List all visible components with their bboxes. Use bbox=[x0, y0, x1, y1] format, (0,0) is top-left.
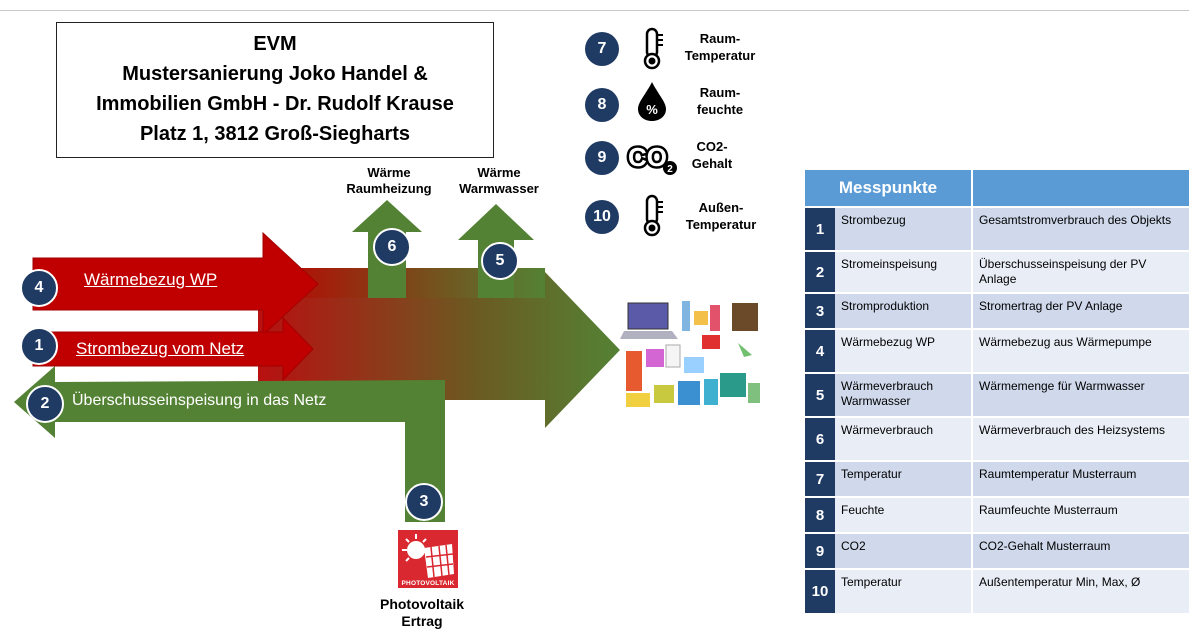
svg-text:%: % bbox=[646, 102, 658, 117]
sun-panel-icon bbox=[402, 534, 454, 578]
row-description: Wärmemenge für Warmwasser bbox=[972, 372, 1189, 417]
row-description: Raumfeuchte Musterraum bbox=[972, 496, 1189, 533]
row-number: 5 bbox=[805, 372, 835, 417]
table-row: 7 Temperatur Raumtemperatur Musterraum bbox=[805, 460, 1189, 497]
row-description: Wärmeverbrauch des Heizsystems bbox=[972, 416, 1189, 461]
photovoltaik-label-line2: Ertrag bbox=[401, 613, 443, 629]
table-header-empty bbox=[972, 170, 1189, 207]
table-row: 2 Stromeinspeisung Überschusseinspeisung… bbox=[805, 250, 1189, 293]
row-number: 10 bbox=[805, 568, 835, 613]
photovoltaik-logo: PHOTOVOLTAIK bbox=[398, 530, 458, 588]
row-name: Stromeinspeisung bbox=[835, 250, 973, 293]
appliances-cluster-icon bbox=[620, 301, 760, 407]
row-number: 2 bbox=[805, 250, 835, 293]
thermometer-icon bbox=[643, 194, 663, 237]
legend-7-line2: Temperatur bbox=[684, 48, 756, 63]
title-line-1: EVM bbox=[253, 33, 297, 55]
row-name: Temperatur bbox=[835, 460, 973, 497]
legend-text-8: Raum- feuchte bbox=[680, 84, 760, 118]
badge-6: 6 bbox=[373, 228, 411, 266]
row-name: Feuchte bbox=[835, 496, 973, 533]
row-description: Gesamtstromverbrauch des Objekts bbox=[972, 206, 1189, 251]
photovoltaik-label: Photovoltaik Ertrag bbox=[372, 596, 472, 630]
badge-3: 3 bbox=[405, 483, 443, 521]
table-header-messpunkte: Messpunkte bbox=[805, 170, 973, 207]
thermometer-icon bbox=[643, 27, 663, 70]
table-row: 4 Wärmebezug WP Wärmebezug aus Wärmepump… bbox=[805, 328, 1189, 373]
legend-10-line2: Temperatur bbox=[685, 217, 757, 232]
photovoltaik-logo-text: PHOTOVOLTAIK bbox=[401, 580, 455, 587]
table-row: 1 Strombezug Gesamtstromverbrauch des Ob… bbox=[805, 206, 1189, 251]
row-description: CO2-Gehalt Musterraum bbox=[972, 532, 1189, 569]
badge-1: 1 bbox=[20, 327, 58, 365]
raumheizung-label-line2: Raumheizung bbox=[346, 181, 432, 196]
row-description: Raumtemperatur Musterraum bbox=[972, 460, 1189, 497]
legend-badge-8: 8 bbox=[585, 88, 619, 122]
table-row: 8 Feuchte Raumfeuchte Musterraum bbox=[805, 496, 1189, 533]
row-number: 1 bbox=[805, 206, 835, 251]
legend-text-9: CO2- Gehalt bbox=[682, 138, 742, 172]
badge-2: 2 bbox=[26, 385, 64, 423]
legend-text-10: Außen- Temperatur bbox=[676, 199, 766, 233]
warmwasser-label: Wärme Warmwasser bbox=[448, 165, 550, 197]
row-name: Temperatur bbox=[835, 568, 973, 613]
legend-10-line1: Außen- bbox=[698, 200, 744, 215]
row-number: 7 bbox=[805, 460, 835, 497]
row-description: Stromertrag der PV Anlage bbox=[972, 292, 1189, 329]
svg-text:CO: CO bbox=[628, 142, 667, 172]
row-number: 9 bbox=[805, 532, 835, 569]
table-row: 5 Wärmeverbrauch Warmwasser Wärmemenge f… bbox=[805, 372, 1189, 417]
row-name: Stromproduktion bbox=[835, 292, 973, 329]
title-line-3: Immobilien GmbH - Dr. Rudolf Krause bbox=[96, 93, 454, 115]
badge-4: 4 bbox=[20, 269, 58, 307]
row-number: 8 bbox=[805, 496, 835, 533]
legend-9-line2: Gehalt bbox=[691, 156, 733, 171]
row-name: Wärmeverbrauch bbox=[835, 416, 973, 461]
legend-9-line1: CO2- bbox=[696, 139, 728, 154]
warmwasser-label-line1: Wärme bbox=[477, 165, 521, 180]
table-row: 9 CO2 CO2-Gehalt Musterraum bbox=[805, 532, 1189, 569]
legend-badge-7: 7 bbox=[585, 32, 619, 66]
row-number: 4 bbox=[805, 328, 835, 373]
svg-text:2: 2 bbox=[667, 164, 673, 175]
row-number: 6 bbox=[805, 416, 835, 461]
raumheizung-label-line1: Wärme bbox=[367, 165, 411, 180]
title-box: EVM Mustersanierung Joko Handel & Immobi… bbox=[56, 22, 494, 158]
messpunkte-table: Messpunkte 1 Strombezug Gesamtstromverbr… bbox=[805, 170, 1189, 613]
row-description: Überschusseinspeisung der PV Anlage bbox=[972, 250, 1189, 293]
ueberschuss-arrow bbox=[14, 366, 445, 522]
row-number: 3 bbox=[805, 292, 835, 329]
row-name: Wärmeverbrauch Warmwasser bbox=[835, 372, 973, 417]
strombezug-arrow bbox=[32, 316, 314, 382]
badge-5: 5 bbox=[481, 242, 519, 280]
legend-badge-9: 9 bbox=[585, 141, 619, 175]
waermebezug-arrow bbox=[32, 231, 319, 337]
row-description: Außentemperatur Min, Max, Ø bbox=[972, 568, 1189, 613]
legend-badge-10: 10 bbox=[585, 200, 619, 234]
row-name: CO2 bbox=[835, 532, 973, 569]
row-description: Wärmebezug aus Wärmepumpe bbox=[972, 328, 1189, 373]
warmwasser-label-line2: Warmwasser bbox=[459, 181, 539, 196]
raumheizung-label: Wärme Raumheizung bbox=[338, 165, 440, 197]
table-header-row: Messpunkte bbox=[805, 170, 1189, 207]
humidity-drop-icon: % bbox=[638, 82, 666, 121]
strombezug-label: Strombezug vom Netz bbox=[76, 339, 245, 358]
table-row: 6 Wärmeverbrauch Wärmeverbrauch des Heiz… bbox=[805, 416, 1189, 461]
legend-7-line1: Raum- bbox=[699, 31, 741, 46]
waermebezug-label: Wärmebezug WP bbox=[84, 270, 218, 289]
legend-8-line1: Raum- bbox=[699, 85, 741, 100]
legend-8-line2: feuchte bbox=[696, 102, 744, 117]
row-name: Strombezug bbox=[835, 206, 973, 251]
title-line-2: Mustersanierung Joko Handel & bbox=[122, 63, 428, 85]
svg-text:CO: CO bbox=[628, 142, 667, 172]
table-row: 10 Temperatur Außentemperatur Min, Max, … bbox=[805, 568, 1189, 613]
ueberschuss-label: Überschusseinspeisung in das Netz bbox=[72, 392, 327, 409]
title-line-4: Platz 1, 3812 Groß-Siegharts bbox=[139, 123, 411, 145]
legend-text-7: Raum- Temperatur bbox=[680, 30, 760, 64]
co2-icon: CO CO 2 bbox=[626, 140, 677, 175]
photovoltaik-label-line1: Photovoltaik bbox=[379, 596, 464, 612]
top-divider bbox=[0, 10, 1189, 11]
table-row: 3 Stromproduktion Stromertrag der PV Anl… bbox=[805, 292, 1189, 329]
row-name: Wärmebezug WP bbox=[835, 328, 973, 373]
